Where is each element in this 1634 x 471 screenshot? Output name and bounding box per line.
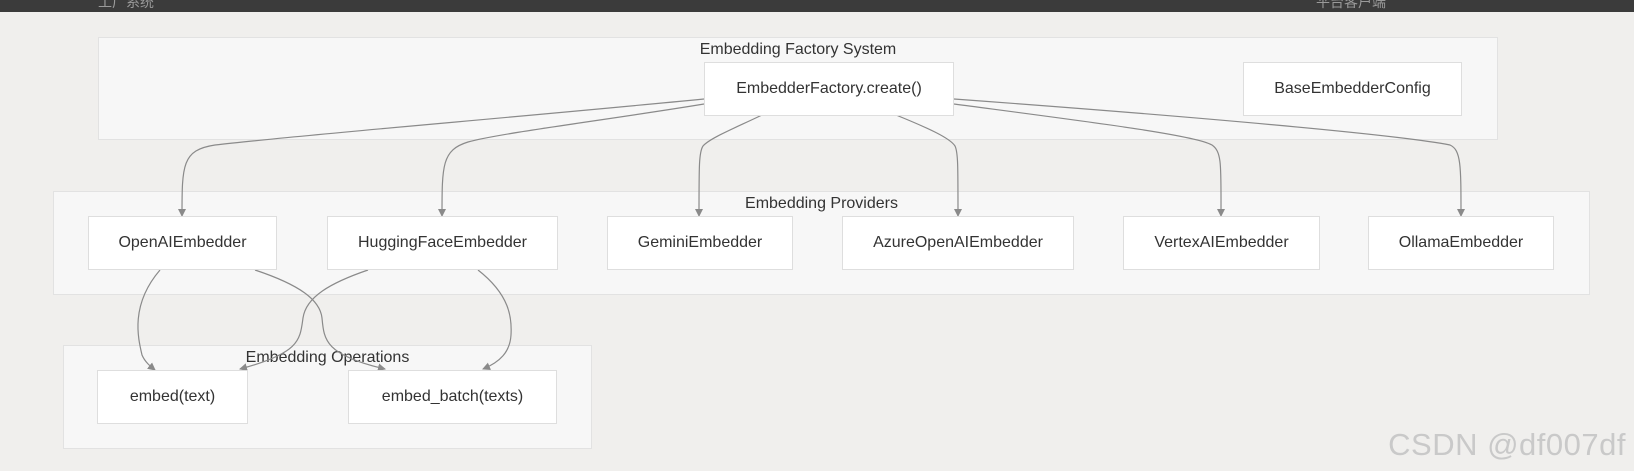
node-embedder-factory-create[interactable]: EmbedderFactory.create() xyxy=(704,62,954,116)
cluster-operations-title: Embedding Operations xyxy=(245,349,410,366)
node-vertexai-embedder[interactable]: VertexAIEmbedder xyxy=(1123,216,1320,270)
top-bar-right-label: 平台客户端 xyxy=(1316,0,1386,10)
top-bar: 工厂系统 平台客户端 xyxy=(0,0,1634,12)
top-bar-left-label: 工厂系统 xyxy=(98,0,154,10)
cluster-factory-title: Embedding Factory System xyxy=(699,41,897,58)
node-openai-embedder[interactable]: OpenAIEmbedder xyxy=(88,216,277,270)
node-embed-text[interactable]: embed(text) xyxy=(97,370,248,424)
node-ollama-embedder[interactable]: OllamaEmbedder xyxy=(1368,216,1554,270)
node-azure-openai-embedder[interactable]: AzureOpenAIEmbedder xyxy=(842,216,1074,270)
node-base-embedder-config[interactable]: BaseEmbedderConfig xyxy=(1243,62,1462,116)
csdn-watermark: CSDN @df007df xyxy=(1388,427,1626,462)
cluster-providers: Embedding Providers xyxy=(53,191,1590,295)
node-embed-batch-texts[interactable]: embed_batch(texts) xyxy=(348,370,557,424)
node-huggingface-embedder[interactable]: HuggingFaceEmbedder xyxy=(327,216,558,270)
cluster-providers-title: Embedding Providers xyxy=(745,195,898,212)
node-gemini-embedder[interactable]: GeminiEmbedder xyxy=(607,216,793,270)
